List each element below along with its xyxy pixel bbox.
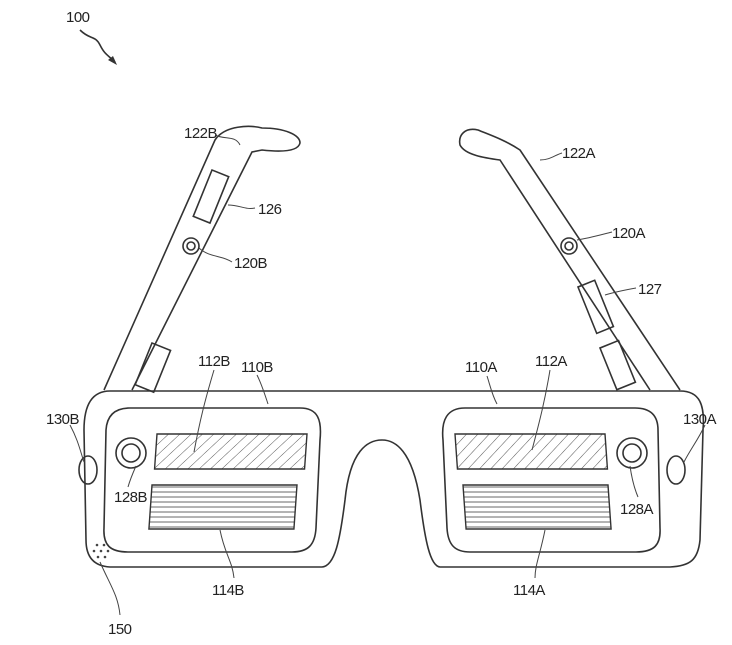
- label-100: 100: [66, 9, 90, 26]
- label-110a: 110A: [465, 359, 497, 376]
- temple-a: [458, 128, 681, 391]
- display-lower-a: [462, 484, 612, 530]
- label-128b: 128B: [114, 489, 148, 506]
- label-114a: 114A: [513, 582, 545, 599]
- label-122a: 122A: [562, 145, 596, 162]
- label-112a: 112A: [535, 353, 567, 370]
- label-130b: 130B: [46, 411, 80, 428]
- label-120b: 120B: [234, 255, 268, 272]
- label-120a: 120A: [612, 225, 646, 242]
- label-150: 150: [108, 621, 132, 638]
- lens-b: [103, 407, 322, 553]
- label-112b: 112B: [198, 353, 230, 370]
- label-127: 127: [638, 281, 662, 298]
- component-127: [576, 279, 615, 335]
- label-128a: 128A: [620, 501, 654, 518]
- display-upper-b: [153, 433, 308, 470]
- arrow-head-icon: [108, 56, 117, 65]
- label-122b: 122B: [184, 125, 218, 142]
- label-114b: 114B: [212, 582, 244, 599]
- label-126: 126: [258, 201, 282, 218]
- camera-b: [115, 437, 147, 469]
- display-lower-b: [148, 484, 298, 530]
- ref-arrow: [79, 29, 116, 63]
- camera-a: [616, 437, 648, 469]
- label-110b: 110B: [241, 359, 273, 376]
- frame: [83, 390, 705, 568]
- component-126: [192, 168, 230, 225]
- speaker-grille: [92, 543, 110, 559]
- lens-a: [441, 407, 661, 553]
- display-upper-a: [454, 433, 609, 470]
- temple-b: [103, 125, 301, 394]
- sensor-a: [666, 455, 686, 485]
- hinge-b: [182, 237, 200, 255]
- leader-lines: [69, 134, 706, 616]
- label-130a: 130A: [683, 411, 717, 428]
- sensor-b: [78, 455, 98, 485]
- hinge-a: [560, 237, 578, 255]
